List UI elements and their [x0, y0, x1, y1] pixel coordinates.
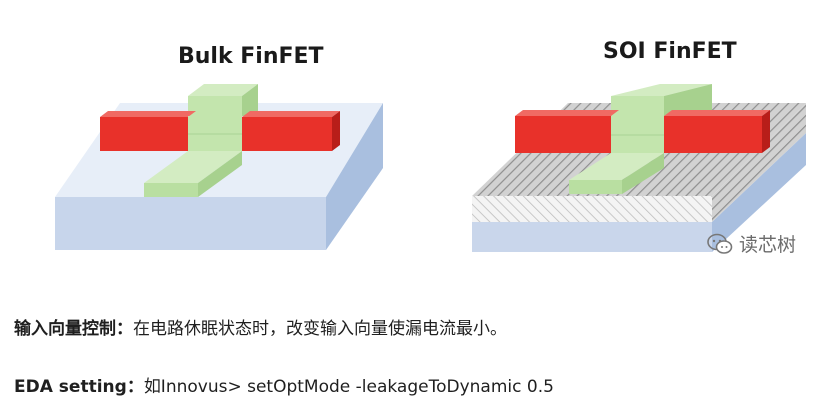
bulk-gate-left-front — [100, 117, 188, 151]
vector-control-label: 输入向量控制 — [14, 319, 116, 339]
bulk-finfet-title: Bulk FinFET — [178, 44, 324, 69]
bulk-gate-right-front — [242, 117, 332, 151]
bulk-fin-front-top — [144, 151, 242, 183]
bulk-fin-back-top — [188, 84, 258, 96]
watermark-text: 读芯树 — [739, 234, 797, 256]
soi-fin-back-top — [611, 84, 712, 96]
vector-control-line: 输入向量控制：在电路休眠状态时，改变输入向量使漏电流最小。 — [14, 314, 507, 339]
bulk-gate-right-side — [332, 111, 340, 151]
soi-finfet-drawing — [472, 84, 806, 252]
soi-substrate-side — [712, 133, 806, 252]
bulk-gate-right-top — [242, 111, 340, 117]
soi-gate-left-top — [515, 110, 619, 116]
watermark: 读芯树 — [707, 230, 796, 257]
finfet-diagram: Bulk FinFET SOI FinFET 读芯树 — [55, 39, 806, 257]
finfet-illustration — [55, 84, 806, 252]
eda-setting-colon: ： — [126, 377, 144, 397]
bulk-substrate-front — [55, 197, 326, 250]
soi-oxide-front — [472, 196, 712, 222]
bulk-fin-back-front — [188, 96, 242, 116]
vector-control-colon: ： — [116, 319, 133, 339]
soi-fin-front-side — [622, 153, 664, 194]
bulk-fin-front-face — [144, 183, 198, 197]
bulk-fin-front-side — [198, 151, 242, 197]
soi-oxide-side — [712, 103, 806, 222]
eda-setting-line: EDA setting：如Innovus> setOptMode -leakag… — [14, 372, 554, 397]
soi-gate-right-side — [762, 110, 770, 153]
bulk-gate-left-top — [100, 111, 196, 117]
soi-fin-back-side — [664, 84, 712, 116]
wechat-icon — [707, 233, 733, 254]
soi-substrate-front — [472, 222, 712, 252]
eda-setting-body: 如Innovus> setOptMode -leakageToDynamic 0… — [143, 377, 554, 397]
soi-fin-front-face — [569, 180, 622, 194]
soi-fin-front-top — [569, 153, 664, 180]
soi-finfet-title: SOI FinFET — [603, 39, 737, 64]
eda-setting-label: EDA setting — [14, 377, 127, 397]
bulk-fin-back-side — [242, 84, 258, 116]
soi-gate-right-top — [664, 110, 770, 116]
soi-fin-back-front — [611, 96, 664, 116]
vector-control-body: 在电路休眠状态时，改变输入向量使漏电流最小。 — [133, 319, 507, 339]
bulk-finfet-drawing — [55, 84, 383, 250]
soi-gate-right-front — [664, 116, 762, 153]
bulk-substrate-side — [326, 103, 383, 250]
soi-gate-left-front — [515, 116, 611, 153]
